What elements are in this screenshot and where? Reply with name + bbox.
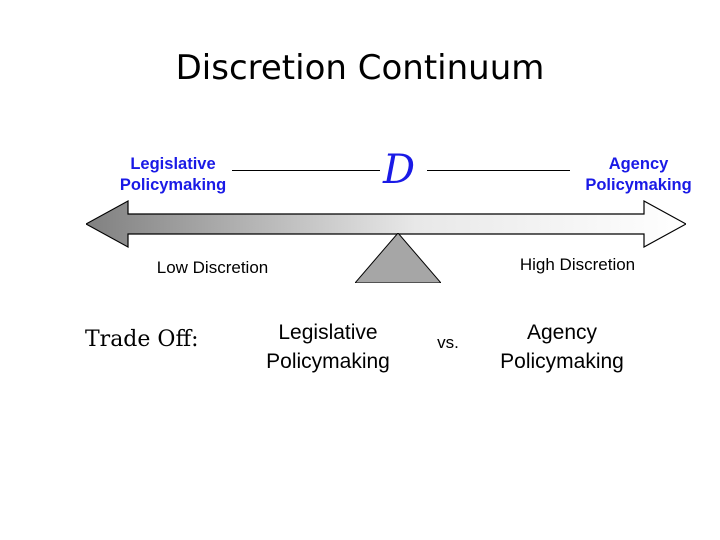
beam-right-label-line1: Agency — [608, 155, 669, 173]
connector-line-right — [427, 170, 570, 171]
connector-line-left — [232, 170, 380, 171]
tradeoff-option-left: Legislative Policymaking — [228, 318, 428, 376]
page-title: Discretion Continuum — [175, 48, 545, 88]
beam-left-label-line2: Policymaking — [119, 176, 227, 194]
discretion-symbol: D — [383, 147, 416, 193]
beam-right-label: Agency Policymaking — [556, 154, 720, 196]
high-discretion-label: High Discretion — [519, 255, 636, 274]
fulcrum-shape — [353, 232, 443, 284]
tradeoff-separator: vs. — [437, 333, 459, 352]
fulcrum-triangle — [353, 232, 443, 284]
beam-left-label-line1: Legislative — [130, 155, 216, 173]
tradeoff-label: Trade Off: — [85, 327, 199, 352]
tradeoff-option-left-line2: Policymaking — [266, 350, 390, 373]
beam-left-label: Legislative Policymaking — [88, 154, 258, 196]
tradeoff-option-right-line1: Agency — [526, 321, 598, 344]
tradeoff-option-right: Agency Policymaking — [462, 318, 662, 376]
beam-right-label-line2: Policymaking — [585, 176, 692, 194]
low-discretion-label: Low Discretion — [156, 258, 269, 277]
tradeoff-option-left-line1: Legislative — [278, 321, 378, 344]
fulcrum-svg — [353, 232, 443, 284]
tradeoff-option-right-line2: Policymaking — [500, 350, 624, 373]
